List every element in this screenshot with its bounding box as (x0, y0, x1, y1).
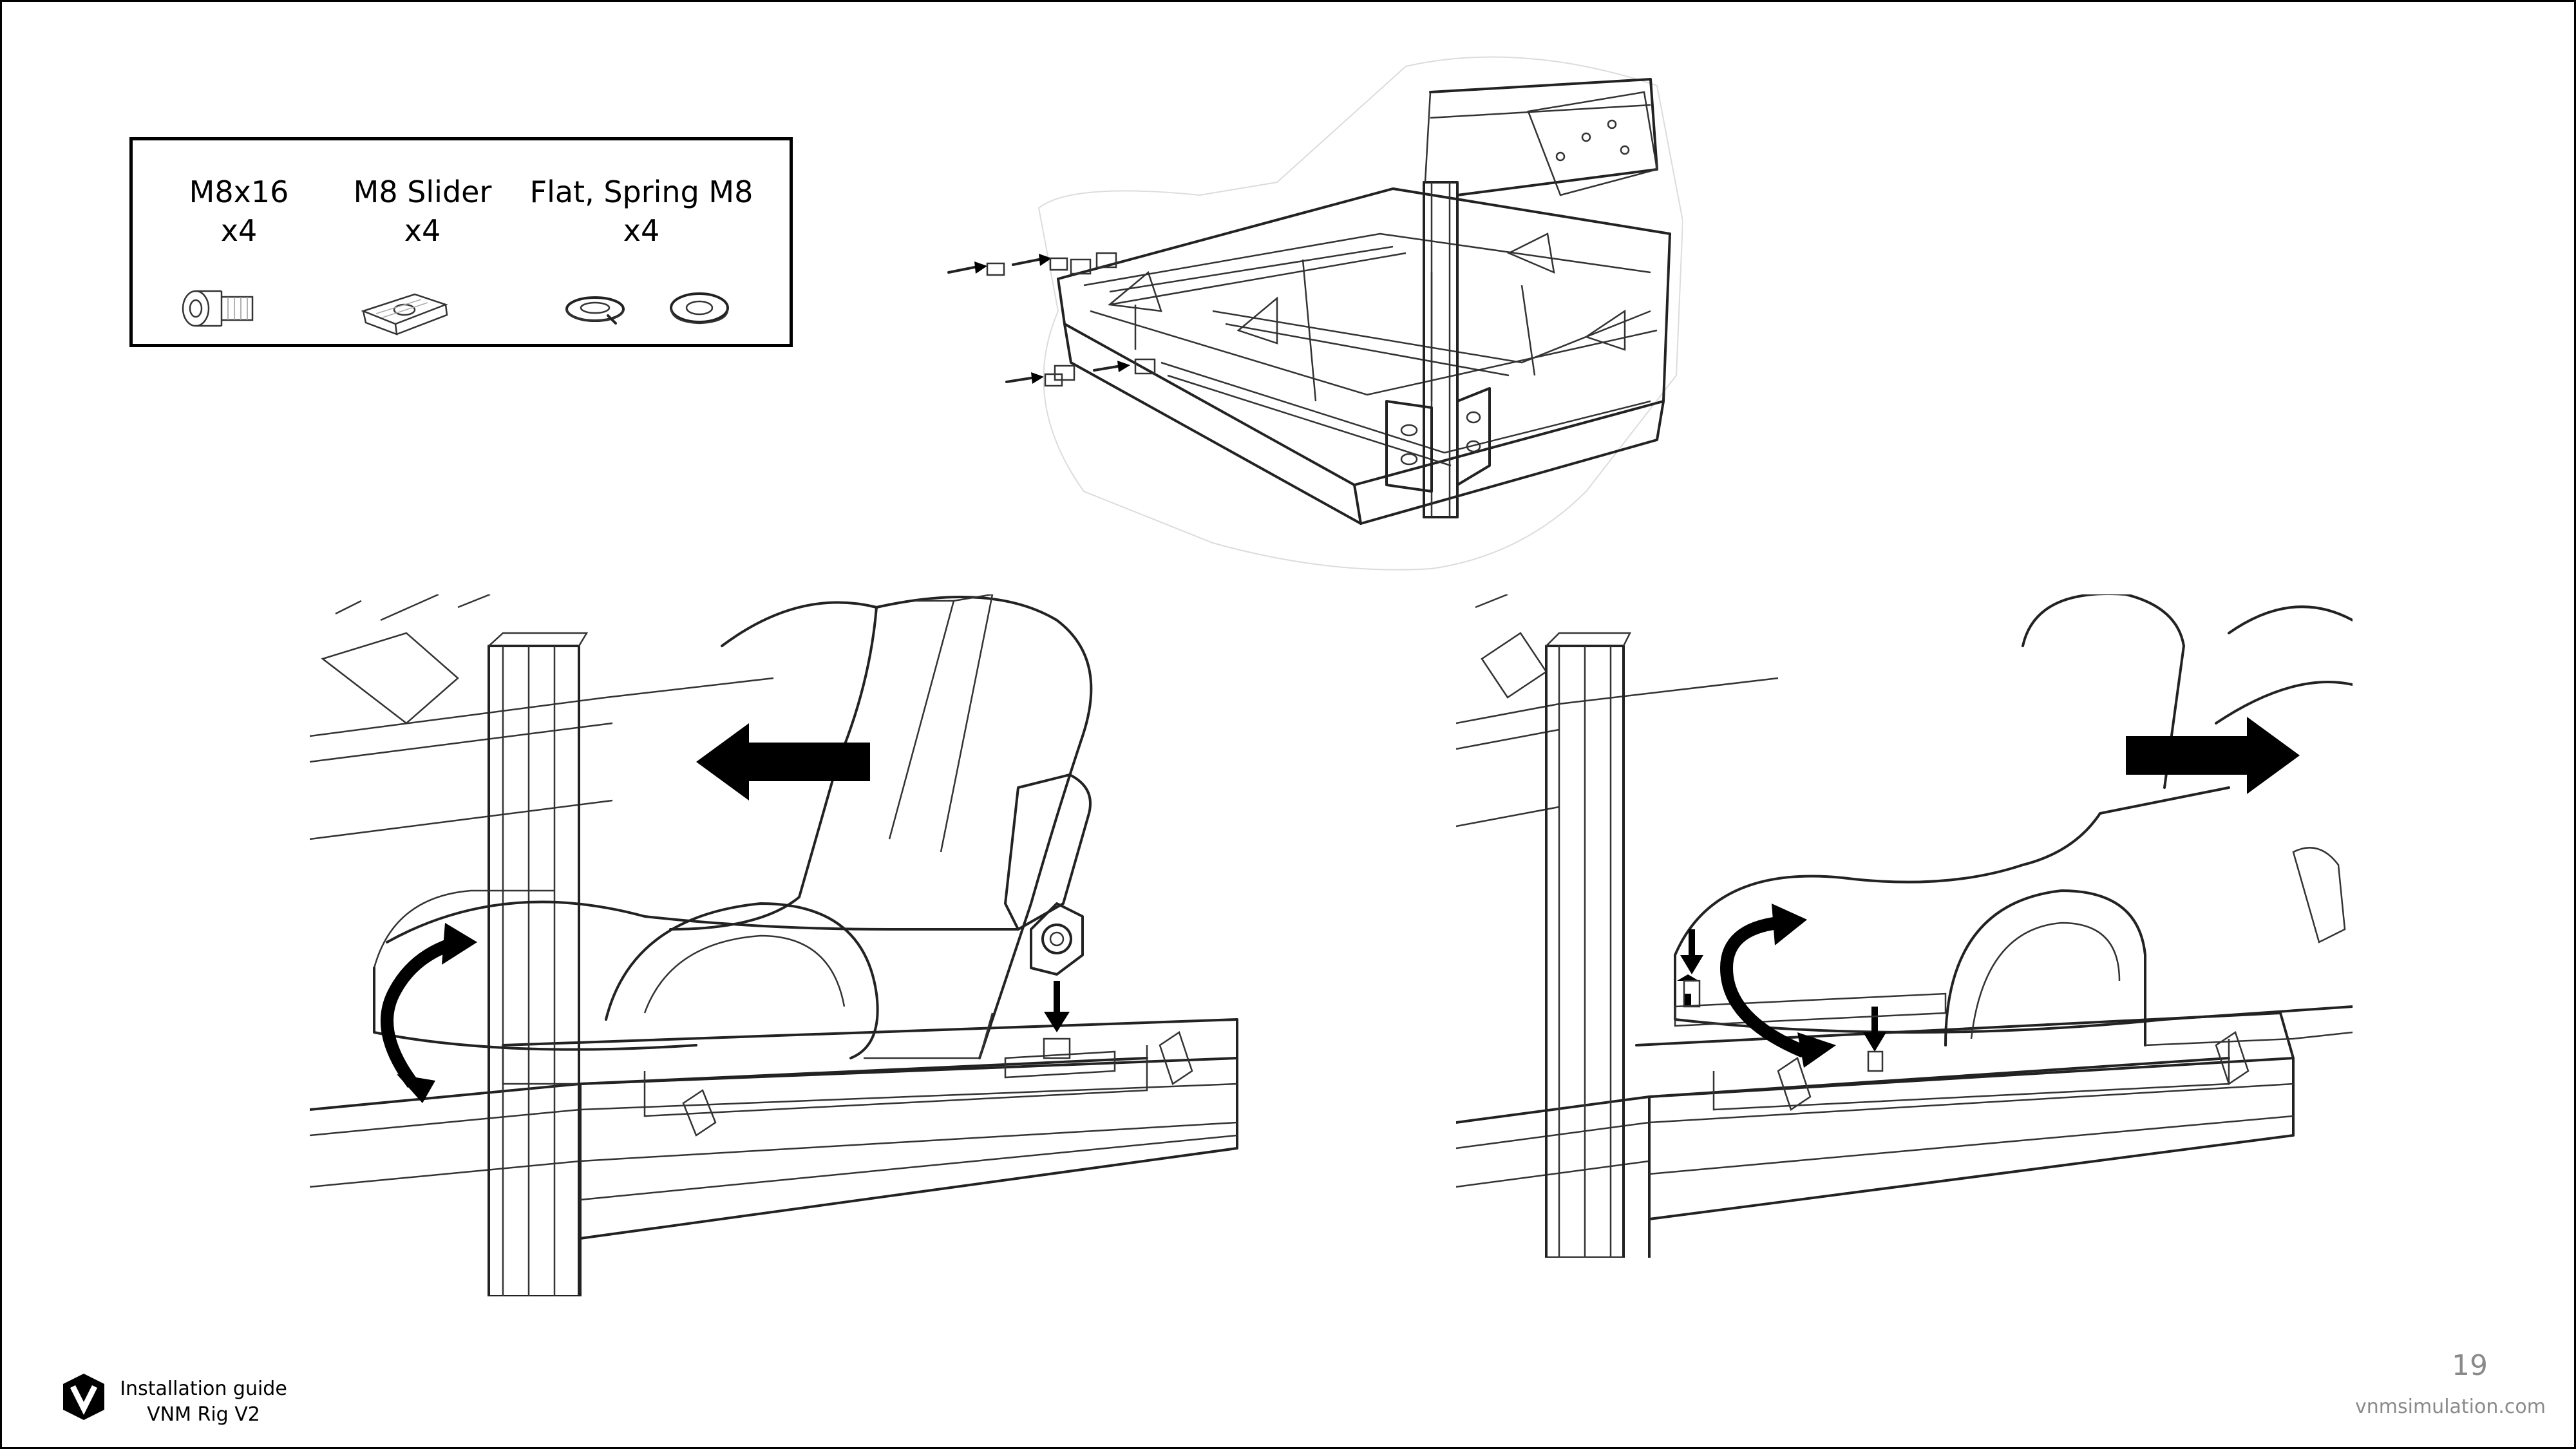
vnm-logo-icon (63, 1374, 104, 1420)
slider-nut-icon (361, 293, 448, 336)
part-slider: M8 Slider x4 (339, 173, 506, 250)
part-quantity: x4 (623, 213, 660, 248)
washer-icon (565, 292, 729, 325)
seat-backward-illustration (1456, 594, 2353, 1258)
part-name: Flat, Spring M8 (529, 175, 753, 209)
part-name: M8 Slider (353, 175, 492, 209)
seat-forward-illustration (310, 594, 1238, 1296)
page-number: 19 (2452, 1349, 2488, 1382)
product-name: VNM Rig V2 (147, 1403, 260, 1426)
website-url: vnmsimulation.com (2355, 1396, 2546, 1418)
parts-list: M8x16 x4 M8 Slider x4 Flat, Spring M8 x4 (129, 137, 793, 347)
part-name: M8x16 (189, 175, 289, 209)
part-quantity: x4 (404, 213, 441, 248)
part-washers: Flat, Spring M8 x4 (526, 173, 757, 250)
socket-head-bolt-icon (182, 290, 254, 327)
frame-slider-illustration (947, 56, 1683, 571)
part-quantity: x4 (220, 213, 258, 248)
footer-title: Installation guide VNM Rig V2 (117, 1376, 290, 1428)
guide-title: Installation guide (120, 1378, 287, 1400)
part-bolt: M8x16 x4 (165, 173, 313, 250)
